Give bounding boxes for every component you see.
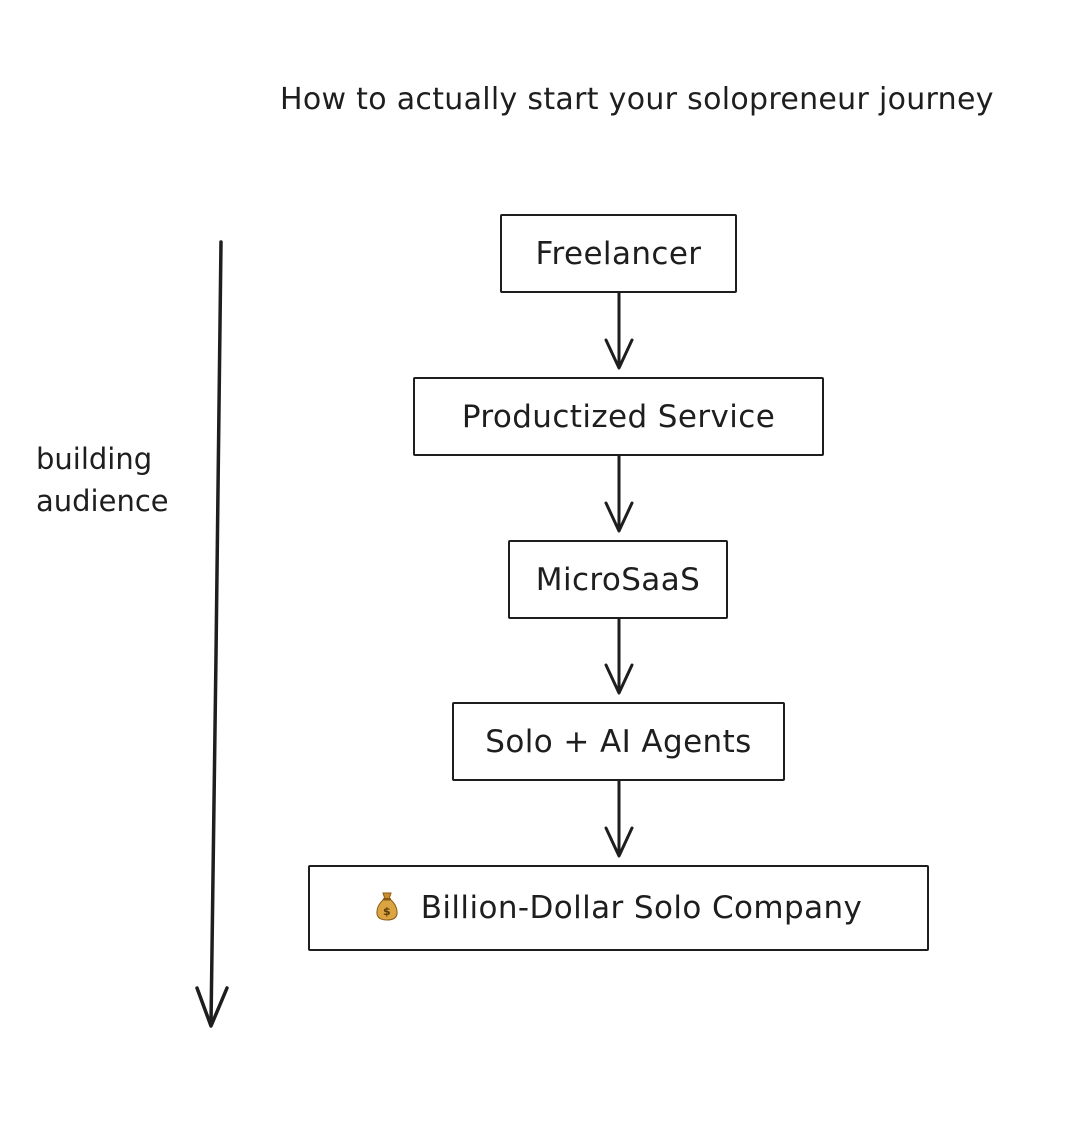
side-label-line1: building xyxy=(36,442,153,476)
step-microsaas[interactable]: MicroSaaS xyxy=(508,540,728,619)
connector-arrow-1 xyxy=(604,291,634,370)
side-label: building audience xyxy=(36,438,169,522)
connector-arrow-4 xyxy=(604,779,634,858)
step-label: Solo + AI Agents xyxy=(485,723,752,760)
side-label-line2: audience xyxy=(36,484,169,518)
connector-arrow-3 xyxy=(604,617,634,695)
diagram-title: How to actually start your solopreneur j… xyxy=(280,82,994,117)
connector-arrow-2 xyxy=(604,454,634,533)
step-label: Freelancer xyxy=(535,235,702,272)
money-bag-icon: $ xyxy=(376,892,398,921)
step-label: Billion-Dollar Solo Company xyxy=(420,890,863,926)
audience-arrow xyxy=(195,240,229,1028)
svg-text:$: $ xyxy=(383,905,391,918)
step-label: MicroSaaS xyxy=(535,561,701,598)
step-label: Productized Service xyxy=(461,398,776,435)
step-solo-ai-agents[interactable]: Solo + AI Agents xyxy=(452,702,785,781)
step-billion-dollar-solo-company[interactable]: $ Billion-Dollar Solo Company xyxy=(308,865,929,951)
step-productized-service[interactable]: Productized Service xyxy=(413,377,824,456)
step-freelancer[interactable]: Freelancer xyxy=(500,214,737,293)
